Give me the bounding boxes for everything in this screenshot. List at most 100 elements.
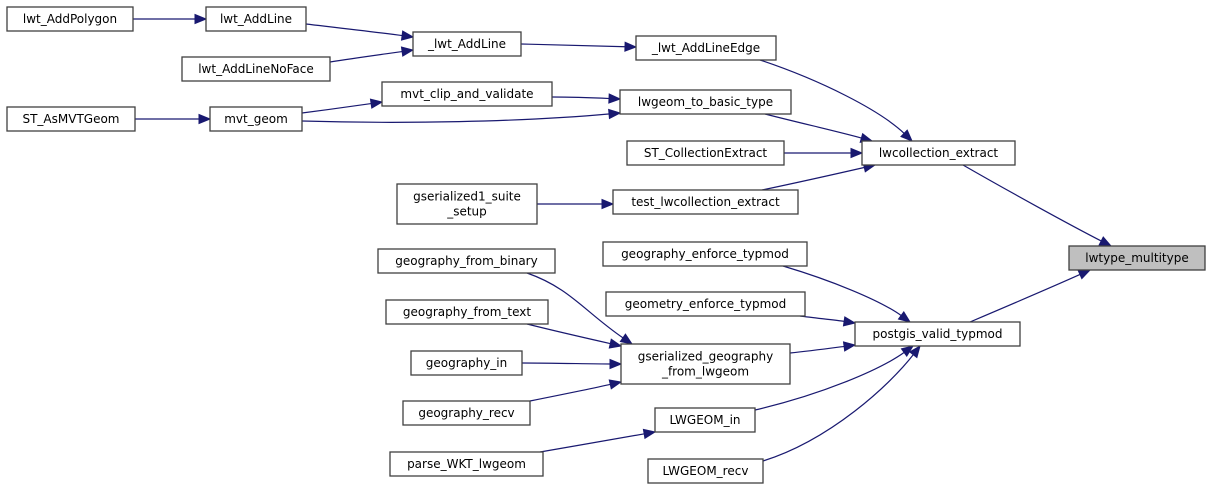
node-label: LWGEOM_in bbox=[669, 413, 740, 427]
node-box bbox=[402, 400, 531, 426]
node-box bbox=[389, 451, 544, 477]
edge-line bbox=[526, 272, 625, 339]
edge-line bbox=[799, 315, 846, 323]
edge-line bbox=[762, 353, 915, 462]
node-postgis_valid_typmod[interactable]: postgis_valid_typmod bbox=[854, 321, 1021, 347]
node-lwt_AddPolygon[interactable]: lwt_AddPolygon bbox=[6, 6, 134, 32]
arrowhead-icon bbox=[194, 13, 208, 25]
node-geography_from_binary[interactable]: geography_from_binary bbox=[377, 248, 556, 274]
node-geography_in[interactable]: geography_in bbox=[410, 350, 523, 376]
node-gserialized1_suite_setup[interactable]: gserialized1_suite_setup bbox=[396, 183, 538, 225]
node-label: mvt_clip_and_validate bbox=[400, 87, 533, 101]
node-_lwt_AddLine[interactable]: _lwt_AddLine bbox=[412, 31, 522, 57]
edge-lwt_AddLine-to-_lwt_AddLine bbox=[305, 23, 415, 41]
node-box bbox=[612, 189, 799, 215]
node-label: ST_CollectionExtract bbox=[644, 146, 768, 160]
edge-line bbox=[759, 59, 906, 135]
node-label: test_lwcollection_extract bbox=[631, 195, 780, 209]
edge-mvt_geom-to-mvt_clip_and_validate bbox=[301, 98, 384, 114]
node-LWGEOM_recv[interactable]: LWGEOM_recv bbox=[647, 458, 764, 484]
node-LWGEOM_in[interactable]: LWGEOM_in bbox=[654, 407, 756, 433]
node-ST_CollectionExtract[interactable]: ST_CollectionExtract bbox=[626, 140, 785, 166]
edge-line bbox=[301, 113, 611, 123]
node-lwcollection_extract[interactable]: lwcollection_extract bbox=[861, 140, 1016, 166]
node-box bbox=[619, 89, 792, 115]
node-label: lwt_AddLine bbox=[220, 12, 292, 26]
node-label: lwgeom_to_basic_type bbox=[638, 95, 773, 109]
node-box bbox=[854, 321, 1021, 347]
node-mvt_clip_and_validate[interactable]: mvt_clip_and_validate bbox=[381, 81, 553, 107]
node-label: ST_AsMVTGeom bbox=[22, 112, 119, 126]
node-geography_from_text[interactable]: geography_from_text bbox=[385, 299, 549, 325]
node-gserialized_geography_from_lwgeom[interactable]: gserialized_geography_from_lwgeom bbox=[620, 343, 791, 385]
node-box bbox=[412, 31, 522, 57]
node-parse_WKT_lwgeom[interactable]: parse_WKT_lwgeom bbox=[389, 451, 544, 477]
arrowhead-icon bbox=[908, 344, 921, 359]
node-box bbox=[602, 241, 808, 267]
edge-line bbox=[529, 383, 612, 402]
edge-line bbox=[761, 166, 866, 191]
node-lwgeom_to_basic_type[interactable]: lwgeom_to_basic_type bbox=[619, 89, 792, 115]
node-box bbox=[626, 140, 785, 166]
node-box bbox=[654, 407, 756, 433]
edge-line bbox=[754, 351, 906, 411]
node-box bbox=[205, 6, 307, 32]
edge-LWGEOM_in-to-postgis_valid_typmod bbox=[754, 345, 915, 411]
edge-geography_from_binary-to-gserialized_geography_from_lwgeom bbox=[526, 272, 634, 345]
arrowhead-icon bbox=[900, 129, 913, 142]
node-label: _lwt_AddLine bbox=[427, 37, 506, 51]
node-lwt_AddLine[interactable]: lwt_AddLine bbox=[205, 6, 307, 32]
edge-geography_from_text-to-gserialized_geography_from_lwgeom bbox=[526, 323, 623, 349]
edge-line bbox=[526, 323, 612, 345]
node-geometry_enforce_typmod[interactable]: geometry_enforce_typmod bbox=[605, 291, 806, 317]
node-label: LWGEOM_recv bbox=[663, 464, 749, 478]
edge-lwgeom_to_basic_type-to-lwcollection_extract bbox=[764, 113, 874, 143]
node-label: geography_enforce_typmod bbox=[621, 247, 789, 261]
arrowhead-icon bbox=[609, 358, 623, 370]
node-box bbox=[396, 183, 538, 225]
edge-line bbox=[764, 113, 863, 139]
node-_lwt_AddLineEdge[interactable]: _lwt_AddLineEdge bbox=[635, 35, 777, 61]
arrowhead-icon bbox=[369, 98, 384, 109]
node-geography_enforce_typmod[interactable]: geography_enforce_typmod bbox=[602, 241, 808, 267]
edge-geography_in-to-gserialized_geography_from_lwgeom bbox=[521, 358, 623, 370]
node-box bbox=[181, 56, 331, 82]
node-test_lwcollection_extract[interactable]: test_lwcollection_extract bbox=[612, 189, 799, 215]
node-box bbox=[209, 106, 303, 132]
edge-line bbox=[962, 164, 1103, 242]
node-box bbox=[1068, 245, 1206, 271]
node-label: geography_recv bbox=[418, 406, 514, 420]
arrowhead-icon bbox=[1098, 236, 1113, 247]
node-label: lwcollection_extract bbox=[879, 146, 999, 160]
edge-line bbox=[520, 43, 627, 48]
node-lwt_AddLineNoFace[interactable]: lwt_AddLineNoFace bbox=[181, 56, 331, 82]
node-label: gserialized_geography bbox=[638, 350, 773, 364]
edge-line bbox=[969, 273, 1082, 323]
node-geography_recv[interactable]: geography_recv bbox=[402, 400, 531, 426]
arrowhead-icon bbox=[1077, 269, 1092, 280]
node-label: _lwt_AddLineEdge bbox=[651, 41, 760, 55]
node-box bbox=[605, 291, 806, 317]
edge-gserialized1_suite_setup-to-test_lwcollection_extract bbox=[537, 198, 615, 210]
edge-geometry_enforce_typmod-to-postgis_valid_typmod bbox=[799, 315, 857, 327]
node-label: gserialized1_suite bbox=[413, 190, 521, 204]
edge-gserialized_geography_from_lwgeom-to-postgis_valid_typmod bbox=[789, 341, 857, 354]
node-box bbox=[385, 299, 549, 325]
edge-_lwt_AddLine-to-_lwt_AddLineEdge bbox=[520, 41, 638, 52]
edge-geography_enforce_typmod-to-postgis_valid_typmod bbox=[782, 265, 912, 323]
edge-postgis_valid_typmod-to-lwtype_multitype bbox=[969, 269, 1092, 323]
node-label: lwt_AddPolygon bbox=[23, 12, 117, 26]
node-ST_AsMVTGeom[interactable]: ST_AsMVTGeom bbox=[6, 106, 136, 132]
node-box bbox=[410, 350, 523, 376]
arrowhead-icon bbox=[400, 30, 415, 41]
node-box bbox=[861, 140, 1016, 166]
node-mvt_geom[interactable]: mvt_geom bbox=[209, 106, 303, 132]
edge-_lwt_AddLineEdge-to-lwcollection_extract bbox=[759, 59, 913, 142]
arrowhead-icon bbox=[198, 113, 212, 125]
node-label: geography_from_binary bbox=[395, 254, 537, 268]
arrowhead-icon bbox=[897, 310, 912, 323]
node-label: geography_in bbox=[426, 356, 508, 370]
node-label: lwt_AddLineNoFace bbox=[198, 62, 314, 76]
edge-LWGEOM_recv-to-postgis_valid_typmod bbox=[762, 344, 921, 462]
